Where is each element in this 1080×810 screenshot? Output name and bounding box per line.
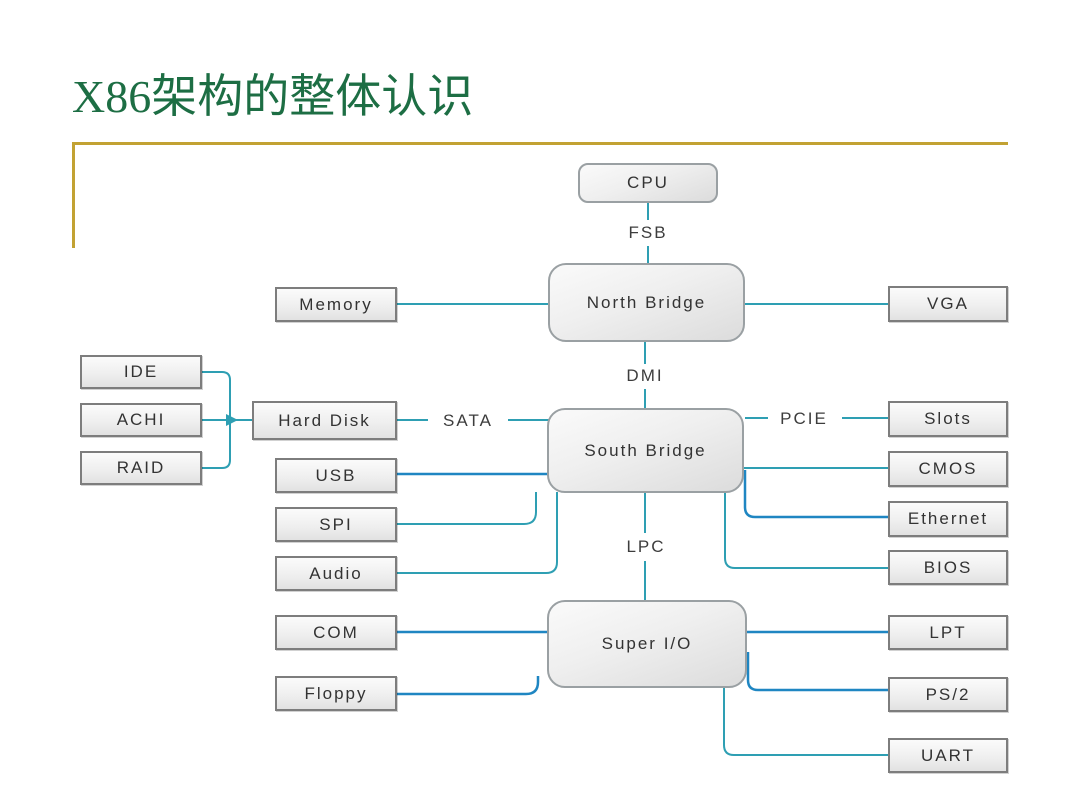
node-hard-disk: Hard Disk — [252, 401, 397, 440]
node-lpt: LPT — [888, 615, 1008, 650]
bus-label-pcie: PCIE — [776, 409, 832, 429]
wire-southbridge-bios — [724, 491, 888, 569]
node-vga: VGA — [888, 286, 1008, 322]
node-floppy: Floppy — [275, 676, 397, 711]
node-memory: Memory — [275, 287, 397, 322]
node-north-bridge: North Bridge — [548, 263, 745, 342]
node-audio: Audio — [275, 556, 397, 591]
title-underline — [72, 142, 1008, 145]
node-ide: IDE — [80, 355, 202, 389]
node-spi: SPI — [275, 507, 397, 542]
node-cpu: CPU — [578, 163, 718, 203]
bus-label-lpc: LPC — [622, 537, 670, 557]
wire-audio-southbridge — [397, 492, 558, 574]
node-super-io: Super I/O — [547, 600, 747, 688]
junction-arrow-icon — [226, 414, 238, 426]
node-bios: BIOS — [888, 550, 1008, 585]
wire-floppy-superio — [397, 676, 540, 696]
node-cmos: CMOS — [888, 451, 1008, 487]
bus-label-sata: SATA — [439, 411, 497, 431]
wire-spi-southbridge — [397, 492, 537, 525]
wire-raid-harddisk — [202, 420, 231, 469]
wire-southbridge-ethernet — [743, 470, 888, 519]
node-raid: RAID — [80, 451, 202, 485]
node-ethernet: Ethernet — [888, 501, 1008, 537]
bus-label-dmi: DMI — [622, 366, 668, 386]
node-achi: ACHI — [80, 403, 202, 437]
slide-title: X86架构的整体认识 — [72, 71, 474, 122]
wire-superio-ps2 — [746, 652, 888, 692]
node-uart: UART — [888, 738, 1008, 773]
bus-label-fsb: FSB — [624, 223, 672, 243]
node-ps2: PS/2 — [888, 677, 1008, 712]
left-accent-rule — [72, 142, 75, 248]
wire-ide-harddisk — [202, 371, 231, 420]
node-com: COM — [275, 615, 397, 650]
node-south-bridge: South Bridge — [547, 408, 744, 493]
node-usb: USB — [275, 458, 397, 493]
node-slots: Slots — [888, 401, 1008, 437]
wire-superio-uart — [723, 687, 888, 756]
